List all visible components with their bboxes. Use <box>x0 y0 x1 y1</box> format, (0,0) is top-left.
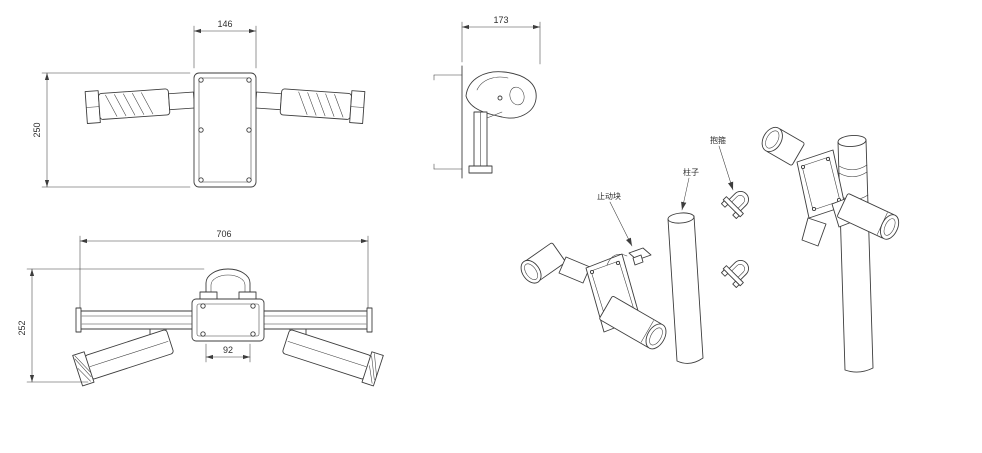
lower-camera-cylinder <box>599 296 667 350</box>
side-view-device <box>465 71 537 174</box>
lens-hatch-lines <box>298 91 344 118</box>
assembly-view: 止动块 柱子 抱箍 <box>520 126 900 373</box>
upper-arm-bracket <box>558 256 591 284</box>
top-view-right-camera <box>254 88 366 124</box>
u-bolt-1 <box>720 191 749 220</box>
dim-front-height: 252 <box>17 268 205 383</box>
dim-mount-spacing-text: 92 <box>223 345 233 355</box>
lens-hatch-lines <box>369 353 377 384</box>
assembly-device-left <box>520 242 667 350</box>
dim-front-width-text: 706 <box>216 229 231 239</box>
plate-clamp-detail <box>606 254 628 266</box>
front-view-housing <box>191 298 265 342</box>
dim-side-width-text: 173 <box>493 15 508 25</box>
front-view-right-camera <box>282 329 384 387</box>
clamp-label: 抱箍 <box>710 135 726 145</box>
pole-label: 柱子 <box>683 167 699 177</box>
dim-mount-spacing: 92 <box>205 343 251 363</box>
stop-block-part <box>628 247 652 266</box>
dim-front-width: 706 <box>79 229 369 309</box>
dim-top-width-text: 146 <box>217 19 232 29</box>
stop-block-label: 止动块 <box>597 191 621 201</box>
top-view-left-camera <box>84 88 196 124</box>
side-view: 173 <box>433 15 541 179</box>
top-view: 146 250 <box>32 19 366 188</box>
dim-front-height-text: 252 <box>17 320 27 335</box>
mounted-pole <box>837 134 874 373</box>
upper-lens-cylinder <box>520 242 566 284</box>
dim-top-height-text: 250 <box>32 122 42 137</box>
lower-camera-cylinder <box>837 193 900 240</box>
front-view: 706 252 92 <box>17 229 384 387</box>
dim-side-width: 173 <box>461 15 541 65</box>
lens-hatch-lines <box>74 355 92 382</box>
part-label-clamp: 抱箍 <box>710 135 734 191</box>
u-bolt-clamp <box>199 268 257 301</box>
pole-edge <box>433 65 463 179</box>
upper-lens-cylinder <box>761 126 805 166</box>
front-view-left-camera <box>72 329 174 387</box>
pole-part <box>667 212 704 364</box>
assembly-device-right <box>761 126 900 373</box>
dim-top-width: 146 <box>193 19 257 69</box>
part-label-pole: 柱子 <box>681 167 699 211</box>
lens-hatch-lines <box>105 92 154 117</box>
top-view-housing <box>193 72 257 188</box>
part-label-stop-block: 止动块 <box>597 191 633 247</box>
dim-top-height: 250 <box>32 72 191 188</box>
u-bolt-2 <box>720 260 749 289</box>
lower-bracket <box>801 217 827 247</box>
